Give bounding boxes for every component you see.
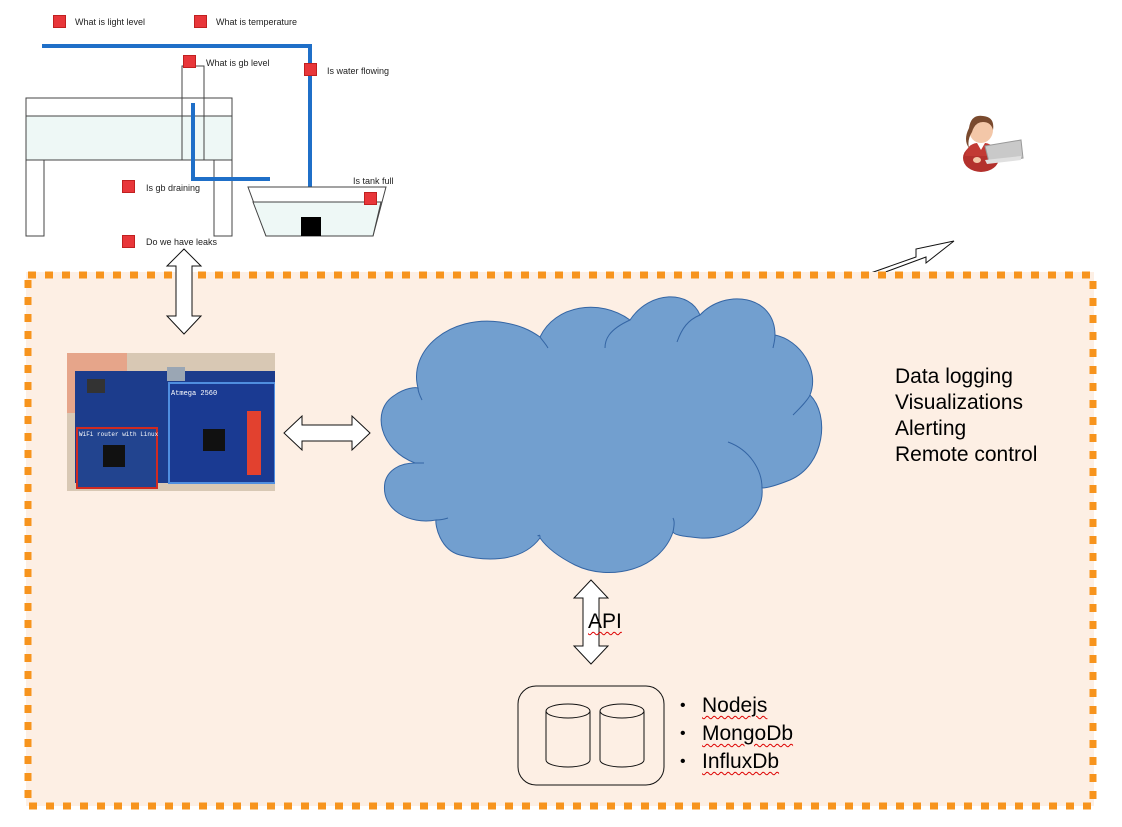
sensor-tank-full-icon: [364, 192, 377, 205]
database-server: [517, 685, 665, 786]
sensor-gb-draining-icon: [122, 180, 135, 193]
sensor-leaks-label: Do we have leaks: [146, 237, 218, 247]
sensor-gb-level-label: What is gb level: [206, 58, 270, 68]
drain-pipe: [191, 103, 270, 181]
service-alerting: Alerting: [895, 417, 967, 440]
user-with-laptop-icon: [963, 115, 1024, 172]
service-visualizations: Visualizations: [895, 391, 1024, 414]
controller-board-photo: Atmega 2560 WiFi router with Linux: [67, 353, 275, 491]
pump: [301, 217, 321, 236]
sensor-light-label: What is light level: [75, 17, 146, 27]
api-label: API: [588, 610, 622, 633]
stack-item-nodejs: Nodejs: [680, 692, 793, 720]
service-data-logging: Data logging: [895, 365, 1013, 388]
cloud-shape: [380, 296, 823, 573]
stack-item-mongodb: MongoDb: [680, 720, 793, 748]
database-icon-2: [599, 703, 645, 768]
sensor-temperature-label: What is temperature: [216, 17, 298, 27]
api-arrow: [572, 579, 610, 665]
cloud-services-list: Data logging Visualizations Alerting Rem…: [895, 364, 1037, 468]
grow-bed-water: [25, 115, 233, 161]
table-leg-left: [25, 159, 45, 237]
backend-stack-list: Nodejs MongoDb InfluxDb: [680, 692, 793, 776]
grow-system-drawing: [25, 44, 387, 237]
sensor-leaks-icon: [122, 235, 135, 248]
board-label-wifi: WiFi router with Linux: [79, 431, 159, 438]
database-icon-1: [545, 703, 591, 768]
supply-pipe: [42, 44, 312, 218]
sensor-water-flowing-label: Is water flowing: [327, 66, 390, 76]
system-board-arrow: [165, 248, 203, 335]
sensor-tank-full-label: Is tank full: [353, 176, 394, 186]
stack-item-influxdb: InfluxDb: [680, 748, 793, 776]
sensor-temperature-icon: [194, 15, 207, 28]
board-label-atmega: Atmega 2560: [171, 390, 217, 398]
sensor-water-flowing-icon: [304, 63, 317, 76]
sensor-gb-draining-label: Is gb draining: [146, 183, 201, 193]
service-remote-control: Remote control: [895, 443, 1038, 466]
board-cloud-arrow: [283, 414, 371, 452]
sensor-light-icon: [53, 15, 66, 28]
sensor-gb-level-icon: [183, 55, 196, 68]
